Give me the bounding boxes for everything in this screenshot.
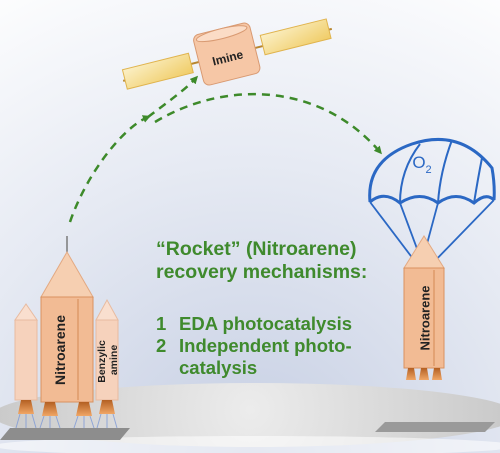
booster-left-body	[14, 319, 38, 401]
mechanism-text: Independent photo- catalysis	[179, 335, 456, 379]
rocket-left-label: Nitroarene	[52, 315, 68, 385]
landing-pad-right	[375, 422, 495, 432]
mechanism-text-line-1: Independent photo-	[179, 335, 352, 356]
exhaust-streaks	[15, 413, 118, 429]
mechanism-item-2: 2 Independent photo- catalysis	[156, 335, 456, 379]
nozzle-1	[18, 400, 34, 414]
mechanism-list: 1 EDA photocatalysis 2 Independent photo…	[156, 313, 456, 379]
canopy-seam-1	[399, 143, 421, 204]
oxygen-parachute: O2	[368, 137, 496, 269]
mechanism-item-1: 1 EDA photocatalysis	[156, 313, 456, 335]
canopy-seam-2	[437, 139, 453, 204]
oxygen-label: O2	[412, 153, 431, 176]
mechanism-number: 2	[156, 335, 167, 356]
solar-panel-right	[259, 18, 332, 56]
launch-pad-left	[0, 428, 130, 440]
rocket-right-nozzle-3	[432, 368, 442, 380]
mechanism-text-line-2: catalysis	[179, 357, 258, 378]
recovery-arrow	[154, 92, 382, 155]
parachute-line-4	[427, 199, 495, 269]
trajectory-arrows	[68, 75, 382, 223]
imine-satellite: Imine	[121, 18, 333, 90]
rocket-right-nozzle-2	[419, 368, 429, 380]
headline-line-2: recovery mechanisms:	[156, 261, 368, 283]
rocket-right-label: Nitroarene	[418, 285, 433, 350]
nozzle-2	[42, 402, 58, 416]
mechanism-number: 1	[156, 313, 167, 334]
headline: “Rocket” (Nitroarene) recovery mechanism…	[156, 238, 456, 284]
launch-arrow	[68, 115, 151, 223]
rocket-left: Nitroarene Benzylic amine	[14, 236, 120, 429]
rocket-right: Nitroarene	[403, 235, 445, 380]
mechanism-text: EDA photocatalysis	[179, 313, 353, 334]
booster-label: Benzylic amine	[96, 337, 120, 383]
solar-panel-left	[121, 52, 194, 90]
ground-highlight	[0, 436, 500, 453]
nozzle-3	[76, 402, 92, 416]
headline-line-1: “Rocket” (Nitroarene)	[156, 238, 357, 260]
to-satellite-arrow	[147, 75, 199, 118]
nozzle-4	[99, 400, 115, 414]
parachute-canopy	[368, 137, 496, 203]
rocket-right-nozzle-1	[406, 368, 416, 380]
rocket-right-body	[403, 267, 445, 369]
satellite-top	[195, 25, 248, 43]
rocket-left-body	[40, 296, 94, 403]
canopy-seam-3	[473, 157, 483, 204]
